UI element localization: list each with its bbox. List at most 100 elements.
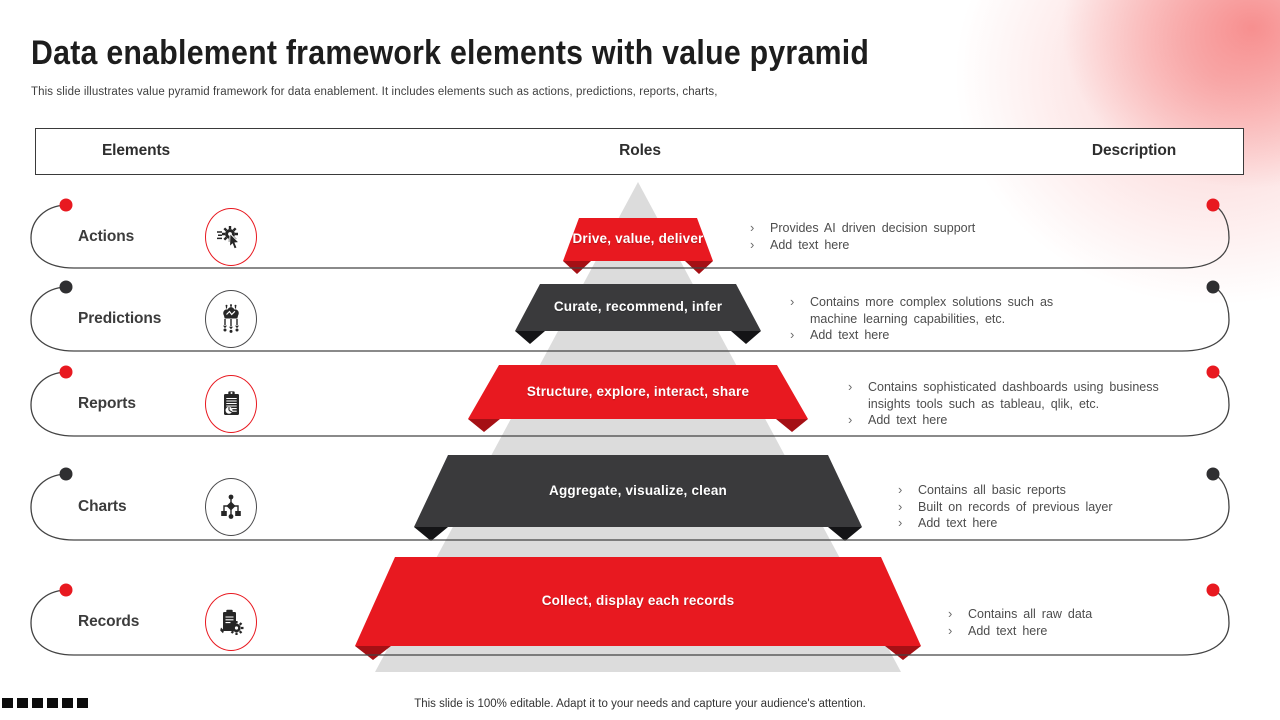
row-right-dot <box>1206 467 1220 481</box>
band-label: Drive, value, deliver <box>572 231 704 246</box>
row-right-dot <box>1206 583 1220 597</box>
row-description-actions: › Provides AI driven decision support › Ad… <box>750 220 1070 253</box>
list-item: › Contains sophisticated dashboards using… <box>848 379 1178 412</box>
band-fold <box>776 419 808 432</box>
list-item: › Add text here <box>750 237 1070 254</box>
bullet-text: Contains all basic reports <box>918 483 1066 497</box>
row-description-predictions: › Contains more complex solutions such as… <box>790 294 1080 344</box>
bullet-chevron: › <box>898 498 903 514</box>
element-icon-circle <box>205 290 257 348</box>
bullet-chevron: › <box>790 294 795 309</box>
bullet-text: Provides AI driven decision support <box>770 221 976 235</box>
row-left-dot <box>59 467 73 481</box>
list-item: › Contains all basic reports <box>898 482 1198 499</box>
row-left-dot <box>59 583 73 597</box>
row-connector-line <box>30 286 1230 352</box>
footer-marker-square <box>17 698 28 708</box>
pyramid-band-predictions <box>515 284 761 331</box>
footer-marker-square <box>32 698 43 708</box>
bullet-chevron: › <box>790 327 795 342</box>
bullet-chevron: › <box>750 220 755 235</box>
bullet-chevron: › <box>898 482 903 497</box>
band-fold <box>515 331 545 344</box>
row-connector-line <box>30 589 1230 656</box>
list-item: › Contains more complex solutions such as… <box>790 294 1080 327</box>
bullet-text: Contains all raw data <box>968 607 1093 621</box>
band-label: Collect, display each records <box>541 593 735 608</box>
list-item: › Add text here <box>848 412 1178 429</box>
footer-marker-squares <box>2 698 88 708</box>
pyramid-band-charts <box>414 455 862 527</box>
band-fold <box>355 646 391 660</box>
footer-note: This slide is 100% editable. Adapt it to… <box>414 698 866 710</box>
footer-marker-square <box>2 698 13 708</box>
footer-marker-square <box>47 698 58 708</box>
row-description-records: › Contains all raw data › Add text here <box>948 606 1208 639</box>
pyramid-band-actions <box>563 218 713 261</box>
page-title: Data enablement framework elements with … <box>31 34 870 72</box>
bullet-text: Contains sophisticated dashboards using … <box>868 380 1159 411</box>
bullet-text: Contains more complex solutions such as … <box>810 295 1054 326</box>
bullet-chevron: › <box>948 622 953 638</box>
band-label: Structure, explore, interact, share <box>526 384 750 399</box>
list-item: › Add text here <box>948 623 1208 640</box>
bullet-text: Add text here <box>968 623 1048 638</box>
row-right-dot <box>1206 198 1220 212</box>
row-left-dot <box>59 280 73 294</box>
band-label: Aggregate, visualize, clean <box>549 483 727 498</box>
band-fold <box>468 419 500 432</box>
row-right-dot <box>1206 365 1220 379</box>
click-gear-icon <box>217 226 240 250</box>
bullet-chevron: › <box>848 379 853 394</box>
records-clipboard-gear-icon <box>220 609 244 635</box>
row-label-actions: Actions <box>78 228 135 245</box>
bullet-text: Add text here <box>918 516 998 530</box>
column-header-elements: Elements <box>101 142 171 159</box>
bullet-chevron: › <box>848 412 853 427</box>
bullet-text: Add text here <box>770 237 850 252</box>
row-left-dot <box>59 365 73 379</box>
slide-subtitle: This slide illustrates value pyramid fra… <box>31 86 718 98</box>
band-fold <box>414 527 448 541</box>
list-item: › Add text here <box>790 327 1080 344</box>
report-clipboard-icon <box>224 391 239 415</box>
pyramid-band-reports <box>468 365 808 419</box>
bullet-chevron: › <box>948 606 953 621</box>
machine-learning-brain-icon <box>223 304 239 333</box>
bullet-chevron: › <box>750 236 755 252</box>
hierarchy-chart-icon <box>221 494 241 519</box>
column-header-bar <box>35 128 1244 175</box>
list-item: › Contains all raw data <box>948 606 1208 623</box>
row-label-reports: Reports <box>78 395 136 412</box>
row-connector-line <box>30 371 1230 437</box>
band-fold <box>731 331 761 344</box>
element-icon-circle <box>205 375 257 433</box>
bullet-chevron: › <box>898 515 903 530</box>
footer-marker-square <box>77 698 88 708</box>
element-icon-circle <box>205 478 257 536</box>
row-description-charts: › Contains all basic reports › Built on re… <box>898 482 1198 532</box>
list-item: › Provides AI driven decision support <box>750 220 1070 237</box>
band-fold <box>885 646 921 660</box>
row-connector-line <box>30 473 1230 541</box>
list-item: › Add text here <box>898 515 1198 532</box>
bullet-text: Add text here <box>810 328 890 342</box>
footer-marker-square <box>62 698 73 708</box>
row-label-records: Records <box>78 613 140 630</box>
row-right-dot <box>1206 280 1220 294</box>
element-icon-circle <box>205 593 257 651</box>
band-fold <box>828 527 862 541</box>
bullet-text: Add text here <box>868 413 948 427</box>
list-item: › Built on records of previous layer <box>898 499 1198 516</box>
band-label: Curate, recommend, infer <box>553 299 723 314</box>
row-description-reports: › Contains sophisticated dashboards using… <box>848 379 1178 429</box>
column-header-roles: Roles <box>619 142 661 159</box>
row-label-charts: Charts <box>78 498 127 515</box>
pyramid-background-triangle <box>375 182 901 672</box>
column-header-description: Description <box>1091 142 1177 159</box>
bullet-text: Built on records of previous layer <box>918 499 1113 514</box>
element-icon-circle <box>205 208 257 266</box>
pyramid-band-records <box>355 557 921 646</box>
